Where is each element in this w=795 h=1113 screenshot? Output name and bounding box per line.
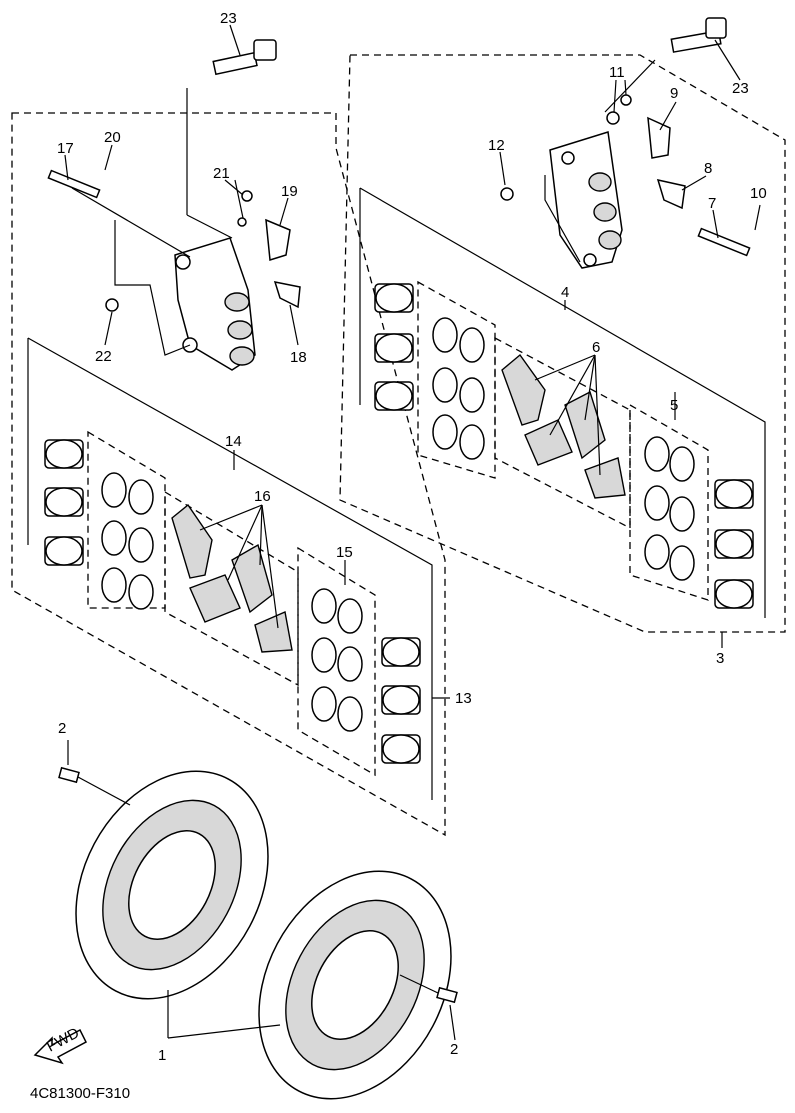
callout-2b: 2: [450, 1041, 458, 1058]
left-pistons: [44, 439, 421, 764]
callout-11: 11: [609, 64, 625, 81]
right-seal-rings-a: [432, 317, 485, 460]
callout-7: 7: [708, 195, 716, 212]
callout-14: 14: [225, 433, 242, 450]
callout-16: 16: [254, 488, 271, 505]
caliper-bolt-right: [670, 17, 727, 53]
right-bleed-plug: [500, 187, 514, 201]
left-brake-caliper: [174, 237, 256, 371]
callout-5: 5: [670, 397, 678, 414]
right-brake-caliper: [549, 131, 623, 269]
callout-21: 21: [213, 165, 230, 182]
right-pad-spring: [647, 116, 671, 159]
callout-1: 1: [158, 1047, 166, 1064]
left-bleed-plug: [105, 298, 119, 312]
disc-bolt-upper: [58, 766, 80, 784]
callout-8: 8: [704, 160, 712, 177]
brake-disc-right: [258, 870, 452, 1100]
callout-9: 9: [670, 85, 678, 102]
callout-15: 15: [336, 544, 353, 561]
callout-13: 13: [455, 690, 472, 707]
disc-bolt-lower: [436, 986, 458, 1004]
callout-23a: 23: [220, 10, 237, 27]
right-seal-rings-b: [644, 436, 695, 581]
callout-3: 3: [716, 650, 724, 667]
right-pad-pin: [697, 227, 751, 257]
callout-20: 20: [104, 129, 121, 146]
callout-23b: 23: [732, 80, 749, 97]
right-pad-clip: [656, 178, 686, 210]
callout-17: 17: [57, 140, 74, 157]
callout-12: 12: [488, 137, 505, 154]
right-pistons: [374, 283, 754, 609]
left-brake-pads: [171, 503, 293, 653]
left-seal-rings-a: [101, 472, 154, 610]
left-pad-pin: [47, 169, 101, 199]
callout-4: 4: [561, 284, 569, 301]
right-caliper-assembly-outline: [339, 54, 786, 633]
leader-lines: [64, 24, 761, 1041]
right-brake-pads: [501, 353, 626, 499]
callout-10: 10: [750, 185, 767, 202]
left-pad-spring: [265, 218, 291, 261]
left-caliper-assembly-outline: [11, 112, 446, 837]
callout-labels: 1 2 2 3 4 5 6 7 8 9 10 11 12 13 14 15 16…: [57, 10, 767, 1064]
callout-18: 18: [290, 349, 307, 366]
left-pad-clip: [273, 281, 301, 309]
callout-22: 22: [95, 348, 112, 365]
left-seal-rings-b: [311, 588, 363, 732]
callout-6: 6: [592, 339, 600, 356]
fwd-arrow-icon: FWD: [33, 1024, 87, 1065]
drawing-code: 4C81300-F310: [30, 1085, 130, 1102]
caliper-bolt-left: [212, 39, 277, 76]
callout-19: 19: [281, 183, 298, 200]
callout-2: 2: [58, 720, 66, 737]
brake-disc-left: [75, 770, 269, 1000]
